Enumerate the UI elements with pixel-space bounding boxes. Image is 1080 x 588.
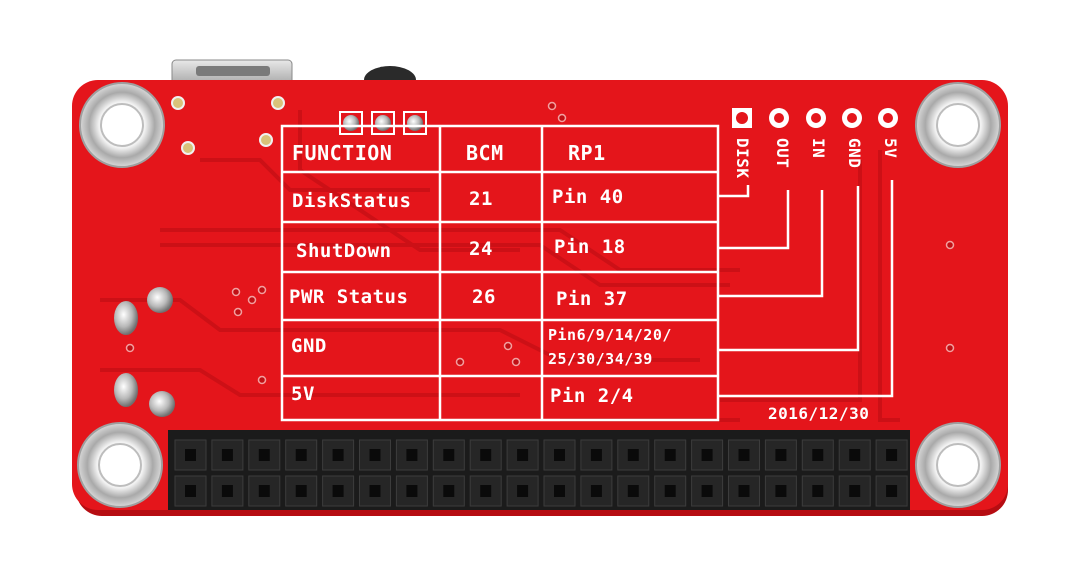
header-socket-hole [590,449,602,461]
row-disk-bcm: 21 [469,188,493,210]
vias [125,101,955,385]
header-socket-hole [185,485,196,497]
header-socket-hole [443,449,455,461]
row-5v-rp1: Pin 2/4 [550,385,634,407]
header-socket-hole [258,449,270,461]
five-pin-pads [732,108,898,128]
mounting-holes [77,82,1001,508]
silkscreen-table-grid [280,124,720,422]
row-shutdown-bcm: 24 [469,238,493,260]
gpio-40-pin-header [168,430,910,510]
pin-label-gnd: GND [845,138,864,169]
header-socket [691,439,724,471]
header-socket-hole [849,485,861,497]
pin-label-in: IN [809,138,828,159]
header-socket [211,439,244,471]
usb-opening [196,66,270,76]
header-socket-hole [369,449,381,461]
header-socket-hole [406,449,418,461]
pin-label-disk: DISK [733,138,752,179]
row-shutdown-rp1: Pin 18 [554,236,626,258]
row-5v-function: 5V [291,383,315,405]
header-bcm: BCM [466,141,504,165]
header-socket-hole [517,449,529,461]
row-gnd-function: GND [291,335,327,357]
header-socket-hole [738,485,750,497]
header-socket-hole [295,449,307,461]
header-socket-hole [221,485,233,497]
header-socket-hole [554,485,565,497]
three-pin-header [339,111,427,135]
header-socket [285,439,318,471]
row-gnd-rp1-line2: 25/30/34/39 [548,350,653,368]
header-socket-hole [590,485,602,497]
header-rp1: RP1 [568,141,606,165]
row-pwr-function: PWR Status [289,286,409,308]
row-pwr-rp1: Pin 37 [556,288,628,310]
header-socket-hole [701,449,713,461]
header-socket-hole [701,485,713,497]
pin-label-out: OUT [773,138,792,169]
header-socket [469,475,502,507]
header-socket-hole [443,485,455,497]
header-socket-hole [627,449,639,461]
header-socket-hole [886,449,898,461]
row-pwr-bcm: 26 [472,286,496,308]
header-socket-hole [295,485,307,497]
header-socket-hole [221,449,233,461]
header-socket-hole [185,449,196,461]
row-gnd-rp1-line1: Pin6/9/14/20/ [548,326,672,344]
header-socket-hole [332,485,344,497]
solder-pads-small [171,96,285,155]
row-disk-function: DiskStatus [292,190,412,212]
header-socket-hole [369,485,381,497]
pin-label-5v: 5V [881,138,900,159]
header-socket-hole [664,449,676,461]
header-function: FUNCTION [292,141,393,165]
header-socket [580,439,613,471]
pcb [72,80,1008,510]
left-solder-joints [114,287,175,417]
header-socket [580,475,613,507]
header-socket-hole [775,449,787,461]
header-socket-hole [554,449,565,461]
row-disk-rp1: Pin 40 [552,186,624,208]
header-socket-hole [812,449,824,461]
header-socket-hole [517,485,529,497]
header-socket-hole [480,485,492,497]
header-socket [469,439,502,471]
header-socket-hole [849,449,861,461]
header-socket [359,475,391,507]
board-date: 2016/12/30 [768,404,870,423]
header-socket-hole [664,485,676,497]
header-socket-hole [886,485,898,497]
header-socket-hole [480,449,492,461]
header-socket-hole [406,485,418,497]
header-socket-hole [627,485,639,497]
row-shutdown-function: ShutDown [296,240,392,262]
header-socket-hole [258,485,270,497]
header-socket-hole [812,485,824,497]
silkscreen-connector-lines [718,180,894,398]
header-socket-hole [738,449,750,461]
header-socket-hole [775,485,787,497]
header-socket-hole [332,449,344,461]
